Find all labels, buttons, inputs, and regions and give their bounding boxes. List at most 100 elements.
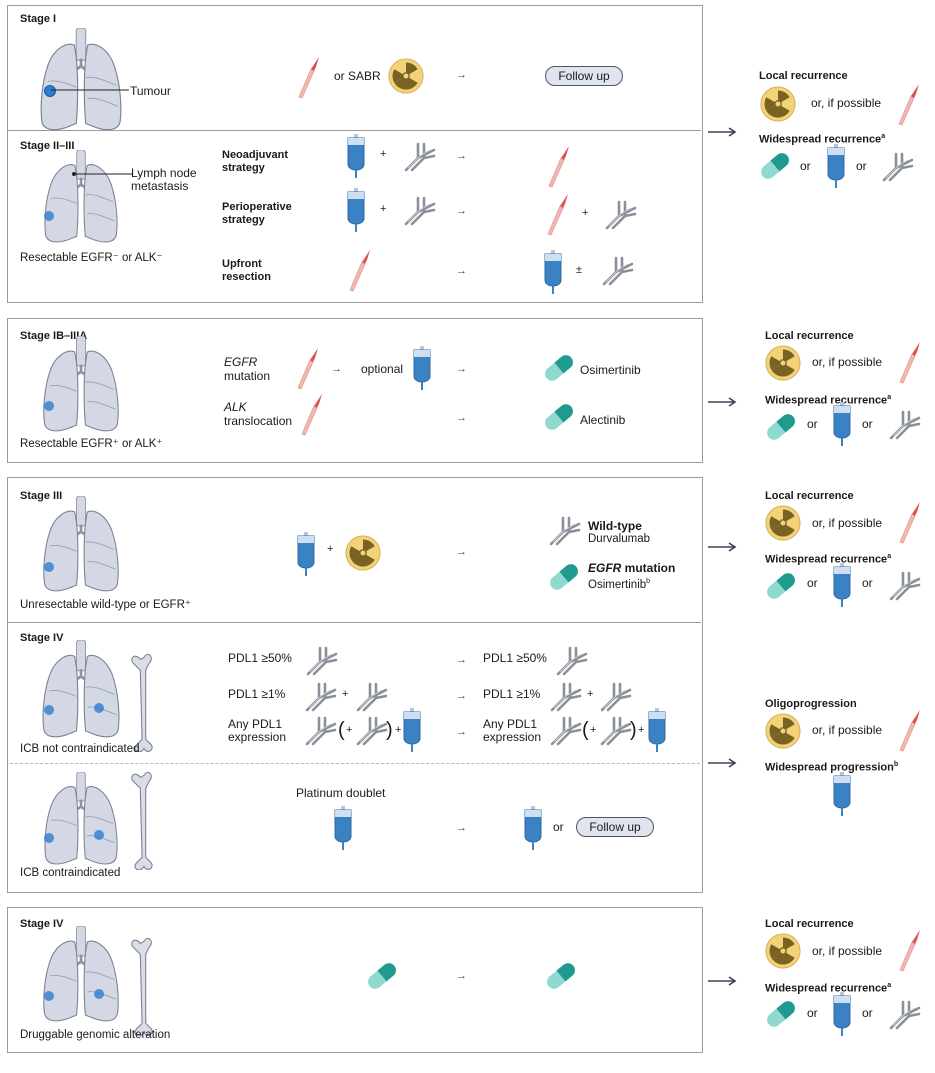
antibody-icon	[354, 714, 388, 748]
radiation-icon	[345, 535, 381, 571]
arrow-icon	[708, 542, 738, 552]
or-text: or	[807, 1007, 818, 1020]
lungs-icon	[35, 28, 127, 133]
antibody-icon	[887, 569, 921, 603]
capsule-icon	[541, 399, 577, 435]
stage-label: Stage I	[20, 13, 56, 26]
iv-bag-icon	[333, 806, 353, 850]
arrow-icon: →	[456, 265, 467, 278]
drug-label: Alectinib	[580, 414, 625, 427]
panel-caption: Resectable EGFR⁻ or ALK⁻	[20, 252, 163, 265]
local-recurrence-heading: Local recurrence	[759, 70, 848, 83]
pdl1-label: PDL1 ≥1%	[228, 688, 285, 701]
antibody-icon	[354, 680, 388, 714]
arrow-icon: →	[456, 205, 467, 218]
follow-up-badge: Follow up	[545, 66, 623, 86]
arrow-icon: →	[456, 822, 467, 835]
capsule-icon	[763, 996, 799, 1032]
alteration-label: mutation	[224, 370, 270, 383]
or-if-possible-text: or, if possible	[811, 97, 881, 110]
lungs-icon	[35, 496, 127, 594]
lungs-icon	[35, 772, 127, 867]
antibody-icon	[548, 714, 582, 748]
strategy-label: Perioperative strategy	[222, 201, 292, 227]
capsule-icon	[757, 148, 793, 184]
panel-caption: ICB not contraindicated	[20, 743, 140, 756]
radiation-icon	[765, 505, 801, 541]
panel-caption: Resectable EGFR⁺ or ALK⁺	[20, 438, 163, 451]
scalpel-icon	[898, 340, 922, 384]
local-recurrence-heading: Local recurrence	[765, 918, 854, 931]
tumour-marker	[93, 829, 105, 841]
tumour-marker	[43, 210, 55, 222]
tumour-marker	[43, 561, 55, 573]
scalpel-icon	[898, 928, 922, 972]
arrow-icon: →	[456, 150, 467, 163]
capsule-icon	[546, 559, 582, 595]
pdl1-label: Any PDL1 expression	[483, 718, 541, 744]
local-recurrence-heading: Local recurrence	[765, 330, 854, 343]
or-if-possible-text: or, if possible	[812, 945, 882, 958]
or-text: or	[862, 577, 873, 590]
bone-icon	[127, 652, 159, 752]
iv-bag-icon	[346, 134, 366, 178]
tumour-marker	[43, 400, 55, 412]
arrow-icon: →	[456, 726, 467, 739]
panel-c-divider	[8, 622, 701, 623]
pdl1-label: PDL1 ≥1%	[483, 688, 540, 701]
antibody-icon	[887, 408, 921, 442]
capsule-icon	[763, 409, 799, 445]
capsule-icon	[541, 350, 577, 386]
radiation-icon	[388, 58, 424, 94]
or-text: or	[807, 418, 818, 431]
arrow-icon: →	[331, 363, 342, 376]
alteration-label: translocation	[224, 415, 292, 428]
plus-sign: +	[342, 688, 348, 701]
lungs-icon	[35, 336, 127, 434]
or-sabr-text: or SABR	[334, 70, 381, 83]
drug-label: Durvalumab	[588, 533, 650, 546]
antibody-icon	[304, 644, 338, 678]
scalpel-icon	[898, 500, 922, 544]
antibody-icon	[600, 254, 634, 288]
tumour-label: Tumour	[130, 85, 171, 98]
iv-bag-icon	[832, 992, 852, 1036]
lungs-icon	[35, 640, 127, 740]
pdl1-label: PDL1 ≥50%	[483, 652, 547, 665]
scalpel-icon	[300, 392, 324, 436]
pointer-line	[72, 172, 134, 178]
tumour-marker	[93, 988, 105, 1000]
plus-sign: +	[346, 724, 352, 737]
iv-bag-icon	[402, 708, 422, 752]
antibody-icon	[598, 680, 632, 714]
radiation-icon	[765, 345, 801, 381]
open-paren: (	[338, 719, 345, 741]
scalpel-icon	[547, 144, 571, 188]
lungs-icon	[35, 150, 127, 245]
scalpel-icon	[546, 192, 570, 236]
scalpel-icon	[297, 55, 321, 99]
or-if-possible-text: or, if possible	[812, 724, 882, 737]
arrow-icon: →	[456, 970, 467, 983]
pdl1-label: Any PDL1 expression	[228, 718, 286, 744]
pointer-line	[51, 85, 131, 91]
scalpel-icon	[898, 708, 922, 752]
close-paren: )	[630, 719, 637, 741]
radiation-icon	[765, 713, 801, 749]
arrow-icon	[708, 976, 738, 986]
scalpel-icon	[296, 346, 320, 390]
open-paren: (	[582, 719, 589, 741]
arrow-icon: →	[456, 654, 467, 667]
antibody-icon	[548, 680, 582, 714]
antibody-icon	[603, 198, 637, 232]
widespread-recurrence-heading: Widespread recurrencea	[765, 391, 891, 408]
widespread-recurrence-heading: Widespread recurrencea	[765, 979, 891, 996]
lungs-icon	[35, 926, 127, 1024]
arrow-icon: →	[456, 412, 467, 425]
pdl1-label: PDL1 ≥50%	[228, 652, 292, 665]
or-if-possible-text: or, if possible	[812, 517, 882, 530]
radiation-icon	[760, 86, 796, 122]
iv-bag-icon	[543, 250, 563, 294]
or-text: or	[856, 160, 867, 173]
tumour-marker	[43, 990, 55, 1002]
